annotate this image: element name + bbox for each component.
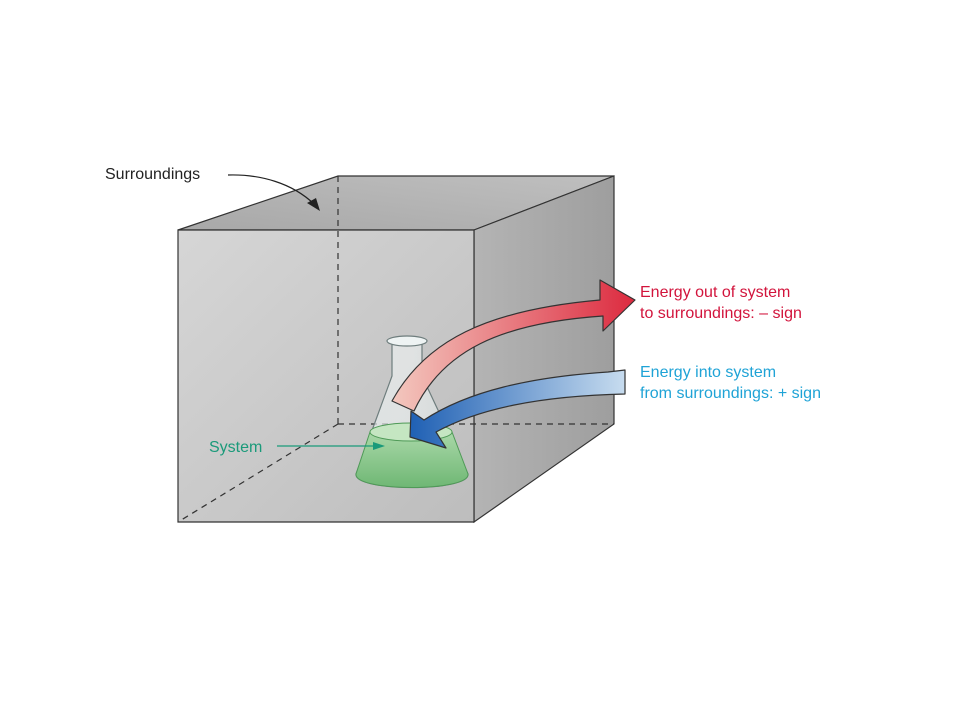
energy-out-line1: Energy out of system (640, 284, 791, 301)
flask-rim (386, 335, 428, 347)
energy-in-line1: Energy into system (640, 364, 777, 381)
energy-in-line2: from surroundings: + sign (640, 385, 821, 402)
energy-out-line2: to surroundings: – sign (640, 305, 802, 322)
system-label: System (209, 439, 263, 456)
energy-out-label: Energy out of system to surroundings: – … (640, 282, 802, 324)
box-side-face (473, 175, 615, 524)
surroundings-pointer (227, 174, 320, 211)
surroundings-label: Surroundings (105, 166, 201, 183)
energy-in-label: Energy into system from surroundings: + … (640, 362, 821, 404)
energy-in-arrow (409, 369, 626, 449)
energy-out-arrow (391, 279, 636, 412)
system-pointer (277, 442, 385, 450)
